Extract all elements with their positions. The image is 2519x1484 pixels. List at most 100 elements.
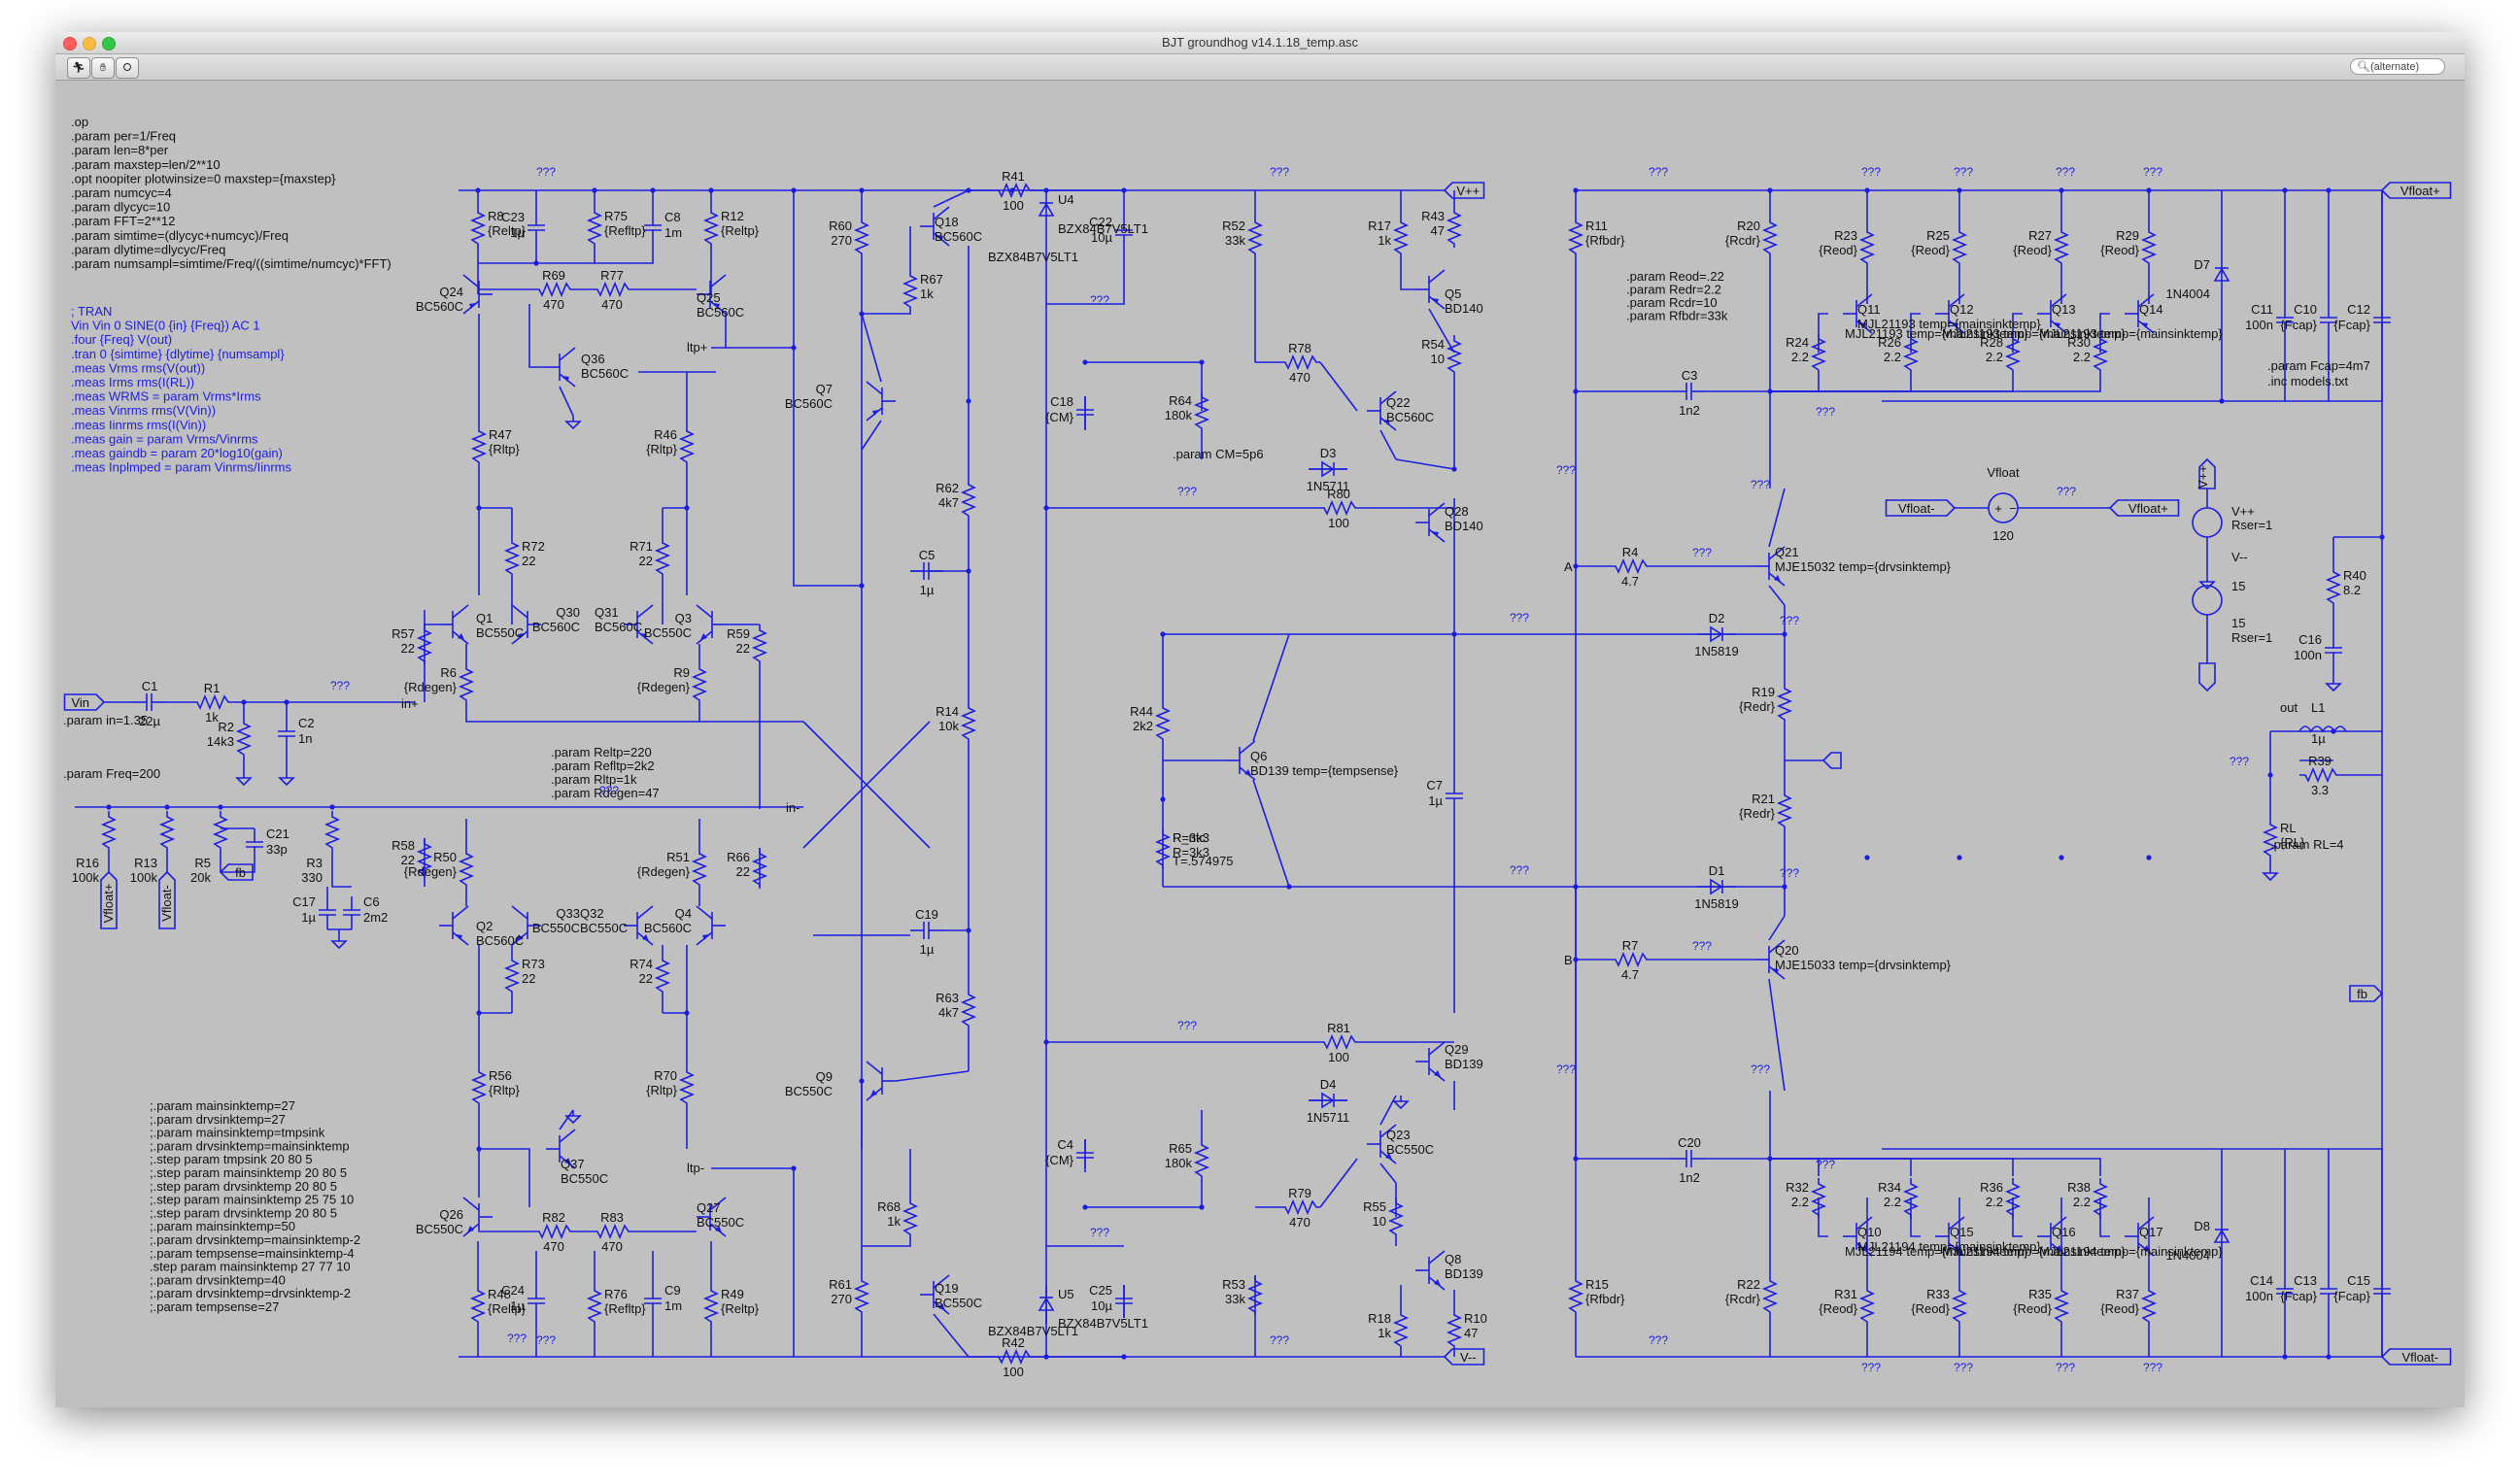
capacitor-c13 <box>2320 1275 2337 1308</box>
wire <box>1379 1163 1397 1184</box>
toolbar: 🏃︎ ✋︎ ⭘ 🔍︎(alternate) <box>55 54 2465 81</box>
component-ref: U5 <box>1058 1287 1074 1301</box>
tran-directive: .four {Freq} V(out) <box>71 332 172 347</box>
resistor-r24 <box>1810 333 1827 374</box>
param-ltp: .param Reltp=220 <box>551 745 652 759</box>
component-value: 470 <box>543 297 564 312</box>
component-ref: C2 <box>298 716 315 730</box>
component-value: 470 <box>601 1239 623 1254</box>
component-ref: C15 <box>2347 1273 2370 1288</box>
probe-icon[interactable]: ⭘ <box>116 57 139 79</box>
emitter-arrow <box>2054 322 2060 328</box>
close-button[interactable] <box>63 37 77 51</box>
component-ref: R46 <box>654 427 677 442</box>
emitter-arrow <box>458 633 464 640</box>
resistor-r13 <box>158 811 176 852</box>
wire <box>1428 308 1455 354</box>
zoom-button[interactable] <box>102 37 116 51</box>
component-value: MJL21193 temp={mainsinktemp} <box>1857 317 2041 331</box>
component-ref: Q24 <box>439 285 463 299</box>
component-value: 1N5711 <box>1307 479 1350 493</box>
component-value: 1µ <box>510 225 525 240</box>
component-ref: C1 <box>142 679 158 693</box>
step-directive: ;.param tempsense=mainsinktemp-4 <box>150 1246 355 1261</box>
component-ref: R42 <box>1002 1335 1025 1350</box>
component-ref: D7 <box>2194 257 2210 272</box>
resistor-body <box>654 537 671 578</box>
resistor-r75 <box>586 207 603 248</box>
flag-box <box>63 693 106 711</box>
wire <box>895 1070 970 1082</box>
resistor-body <box>2092 1178 2109 1219</box>
schematic-canvas[interactable]: .op.param per=1/Freq.param len=8*per.par… <box>55 81 2465 1407</box>
step-directive: ;.step param tmpsink 20 80 5 <box>150 1152 313 1166</box>
component-value: 2.2 <box>1884 1195 1901 1209</box>
component-value: 100n <box>2245 1289 2273 1303</box>
capacitor-c9 <box>644 1285 662 1318</box>
flag-box <box>1821 752 1842 769</box>
component-value: {Rfbdr} <box>1585 233 1625 248</box>
emitter-arrow <box>2056 1245 2062 1252</box>
emitter-arrow <box>518 633 525 639</box>
vmm-source <box>2192 585 2223 616</box>
wire-layer <box>75 187 2385 1360</box>
param-reod: .param Rcdr=10 <box>1626 295 1718 310</box>
resistor-body <box>702 1285 720 1326</box>
component-ref: D4 <box>1320 1077 1337 1092</box>
resistor-body <box>960 989 977 1029</box>
collector-lead <box>1428 269 1446 284</box>
resistor-body <box>1154 828 1172 869</box>
search-field[interactable]: 🔍︎(alternate) <box>2350 58 2445 75</box>
run-icon[interactable]: 🏃︎ <box>67 57 90 79</box>
component-value: BC550C <box>785 1084 833 1098</box>
tran-directive: .meas WRMS = param Vrms*Irms <box>71 389 261 404</box>
resistor-r4 <box>1610 557 1651 575</box>
capacitor-c7 <box>1446 780 1463 813</box>
transistor-q22 <box>1367 390 1397 431</box>
component-ref: R50 <box>433 850 457 864</box>
resistor-r32 <box>1810 1178 1827 1219</box>
component-ref: R14 <box>936 704 959 719</box>
component-ref: R58 <box>391 838 415 853</box>
component-value: 1µ <box>920 583 935 597</box>
ground-symbol <box>330 935 348 950</box>
wire <box>1768 585 1786 606</box>
unknown-net-label: ??? <box>1751 1062 1770 1076</box>
component-value: 22 <box>639 554 653 568</box>
component-value: 1k <box>920 287 934 301</box>
src-minus: − <box>2009 501 2017 516</box>
component-ref: R5 <box>194 856 211 870</box>
component-value: 1m <box>664 225 682 240</box>
resistor-body <box>702 207 720 248</box>
capacitor-c1 <box>133 693 166 711</box>
emitter-arrow <box>872 410 879 416</box>
tran-directive: .meas gain = param Vrms/Vinrms <box>71 431 258 446</box>
capacitor-c4 <box>1076 1139 1094 1172</box>
minimize-button[interactable] <box>83 37 96 51</box>
halt-icon[interactable]: ✋︎ <box>91 57 115 79</box>
step-directive: ;.param mainsinktemp=27 <box>150 1098 295 1113</box>
resistor-body <box>751 848 768 889</box>
component-ref: R70 <box>654 1068 677 1083</box>
component-value: BC550C <box>697 1215 744 1230</box>
component-ref: R25 <box>1926 228 1950 243</box>
unknown-net-label: ??? <box>2143 165 2162 179</box>
transistor-q14 <box>2125 293 2155 334</box>
component-ref: R49 <box>721 1287 744 1301</box>
component-ref: Q16 <box>2052 1225 2076 1239</box>
resistor-body <box>592 281 632 298</box>
unknown-net-label: ??? <box>1270 1333 1289 1347</box>
flag-box <box>158 870 176 929</box>
resistor-body <box>416 838 433 879</box>
unknown-net-label: ??? <box>1780 614 1799 627</box>
component-ref: R55 <box>1363 1199 1386 1214</box>
resistor-r3 <box>323 811 341 852</box>
component-ref: R11 <box>1585 219 1608 233</box>
param-cm: .param CM=5p6 <box>1173 447 1264 461</box>
component-ref: R67 <box>920 272 943 287</box>
param-freq: .param Freq=200 <box>63 766 160 781</box>
component-value: 470 <box>543 1239 564 1254</box>
ntc-r: R=3k3 <box>1173 830 1209 845</box>
ground-symbol <box>2262 867 2279 882</box>
component-ref: R9 <box>673 665 690 680</box>
